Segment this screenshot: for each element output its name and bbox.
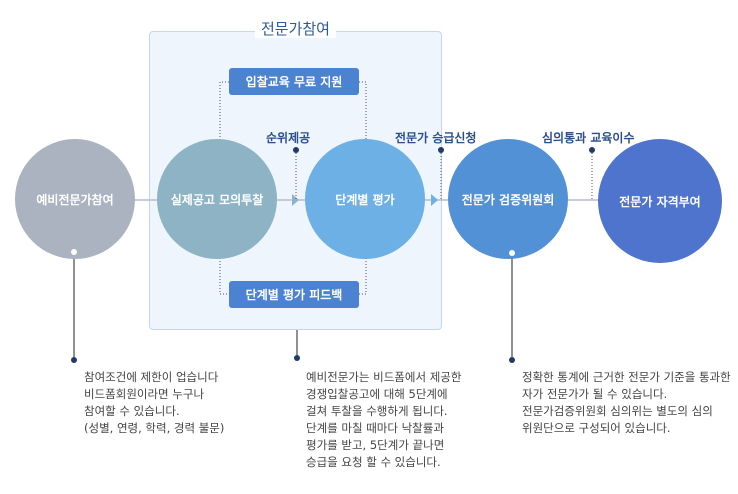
dotted-line xyxy=(359,81,367,143)
description-line: 예비전문가는 비드폼에서 제공한 xyxy=(306,370,462,384)
rank-label: 순위제공 xyxy=(266,131,311,145)
stage-preliminary: 예비전문가참여 xyxy=(15,139,135,259)
description-line: 평가를 받고, 5단계가 끝나면 xyxy=(306,438,445,452)
arrow-head xyxy=(292,194,299,206)
callout-dot xyxy=(71,249,77,255)
connector-dot xyxy=(293,147,299,153)
callout-end-dot xyxy=(71,357,77,363)
stage-label: 단계별 평가 xyxy=(335,192,395,207)
group-title: 전문가참여 xyxy=(149,18,442,39)
description-line: 위원단으로 구성되어 있습니다. xyxy=(522,421,671,435)
box-label: 단계별 평가 피드백 xyxy=(245,288,343,302)
description-left: 참여조건에 제한이 업습니다 비드폼회원이라면 누구나 참여할 수 있습니다. … xyxy=(84,369,224,437)
description-middle: 예비전문가는 비드폼에서 제공한 경쟁입찰공고에 대해 5단계에 걸쳐 투찰을 … xyxy=(306,369,461,471)
promotion-label: 전문가 승급신청 xyxy=(395,131,477,145)
stage-label: 전문가 자격부여 xyxy=(619,194,701,209)
stage-verification-committee: 전문가 검증위원회 xyxy=(448,139,568,259)
group-title-text: 전문가참여 xyxy=(254,20,336,38)
stage-evaluation: 단계별 평가 xyxy=(305,139,425,259)
description-line: 걸쳐 투찰을 수행하게 됩니다. xyxy=(306,404,448,418)
stage-label: 실제공고 모의투찰 xyxy=(170,192,264,207)
callout-end-dot xyxy=(294,355,300,361)
review-label: 심의통과 교육이수 xyxy=(542,131,635,145)
dotted-line xyxy=(219,255,229,295)
description-right: 정확한 통계에 근거한 전문가 기준을 통과한 자가 전문가가 될 수 있습니다… xyxy=(522,369,731,437)
stage-mock-bidding: 실제공고 모의투찰 xyxy=(157,139,277,259)
connector-dot xyxy=(589,147,595,153)
description-line: 경쟁입찰공고에 대해 5단계에 xyxy=(306,387,448,401)
arrow-head xyxy=(431,194,438,206)
evaluation-feedback-box: 단계별 평가 피드백 xyxy=(229,281,359,308)
free-bid-education-box: 입찰교육 무료 지원 xyxy=(229,68,359,95)
description-line: 전문가검증위원회 심의위는 별도의 심의 xyxy=(522,404,713,418)
dotted-line xyxy=(219,81,229,143)
description-line: 참여할 수 있습니다. xyxy=(84,404,180,418)
dotted-line xyxy=(359,255,367,295)
description-line: (성별, 연령, 학력, 경력 불문) xyxy=(84,421,225,435)
description-line: 비드폼회원이라면 누구나 xyxy=(84,387,205,401)
description-line: 승급을 요청 할 수 있습니다. xyxy=(306,455,441,469)
callout-dot xyxy=(509,250,515,256)
stage-label: 전문가 검증위원회 xyxy=(461,192,555,207)
connector-dot xyxy=(438,147,444,153)
description-line: 단계를 마칠 때마다 낙찰률과 xyxy=(306,421,444,435)
description-line: 자가 전문가가 될 수 있습니다. xyxy=(522,387,668,401)
description-line: 참여조건에 제한이 업습니다 xyxy=(84,370,219,384)
box-label: 입찰교육 무료 지원 xyxy=(245,75,343,89)
description-line: 정확한 통계에 근거한 전문가 기준을 통과한 xyxy=(522,370,731,384)
stage-label: 예비전문가참여 xyxy=(36,192,114,207)
callout-end-dot xyxy=(509,357,515,363)
stage-qualification: 전문가 자격부여 xyxy=(598,139,722,263)
